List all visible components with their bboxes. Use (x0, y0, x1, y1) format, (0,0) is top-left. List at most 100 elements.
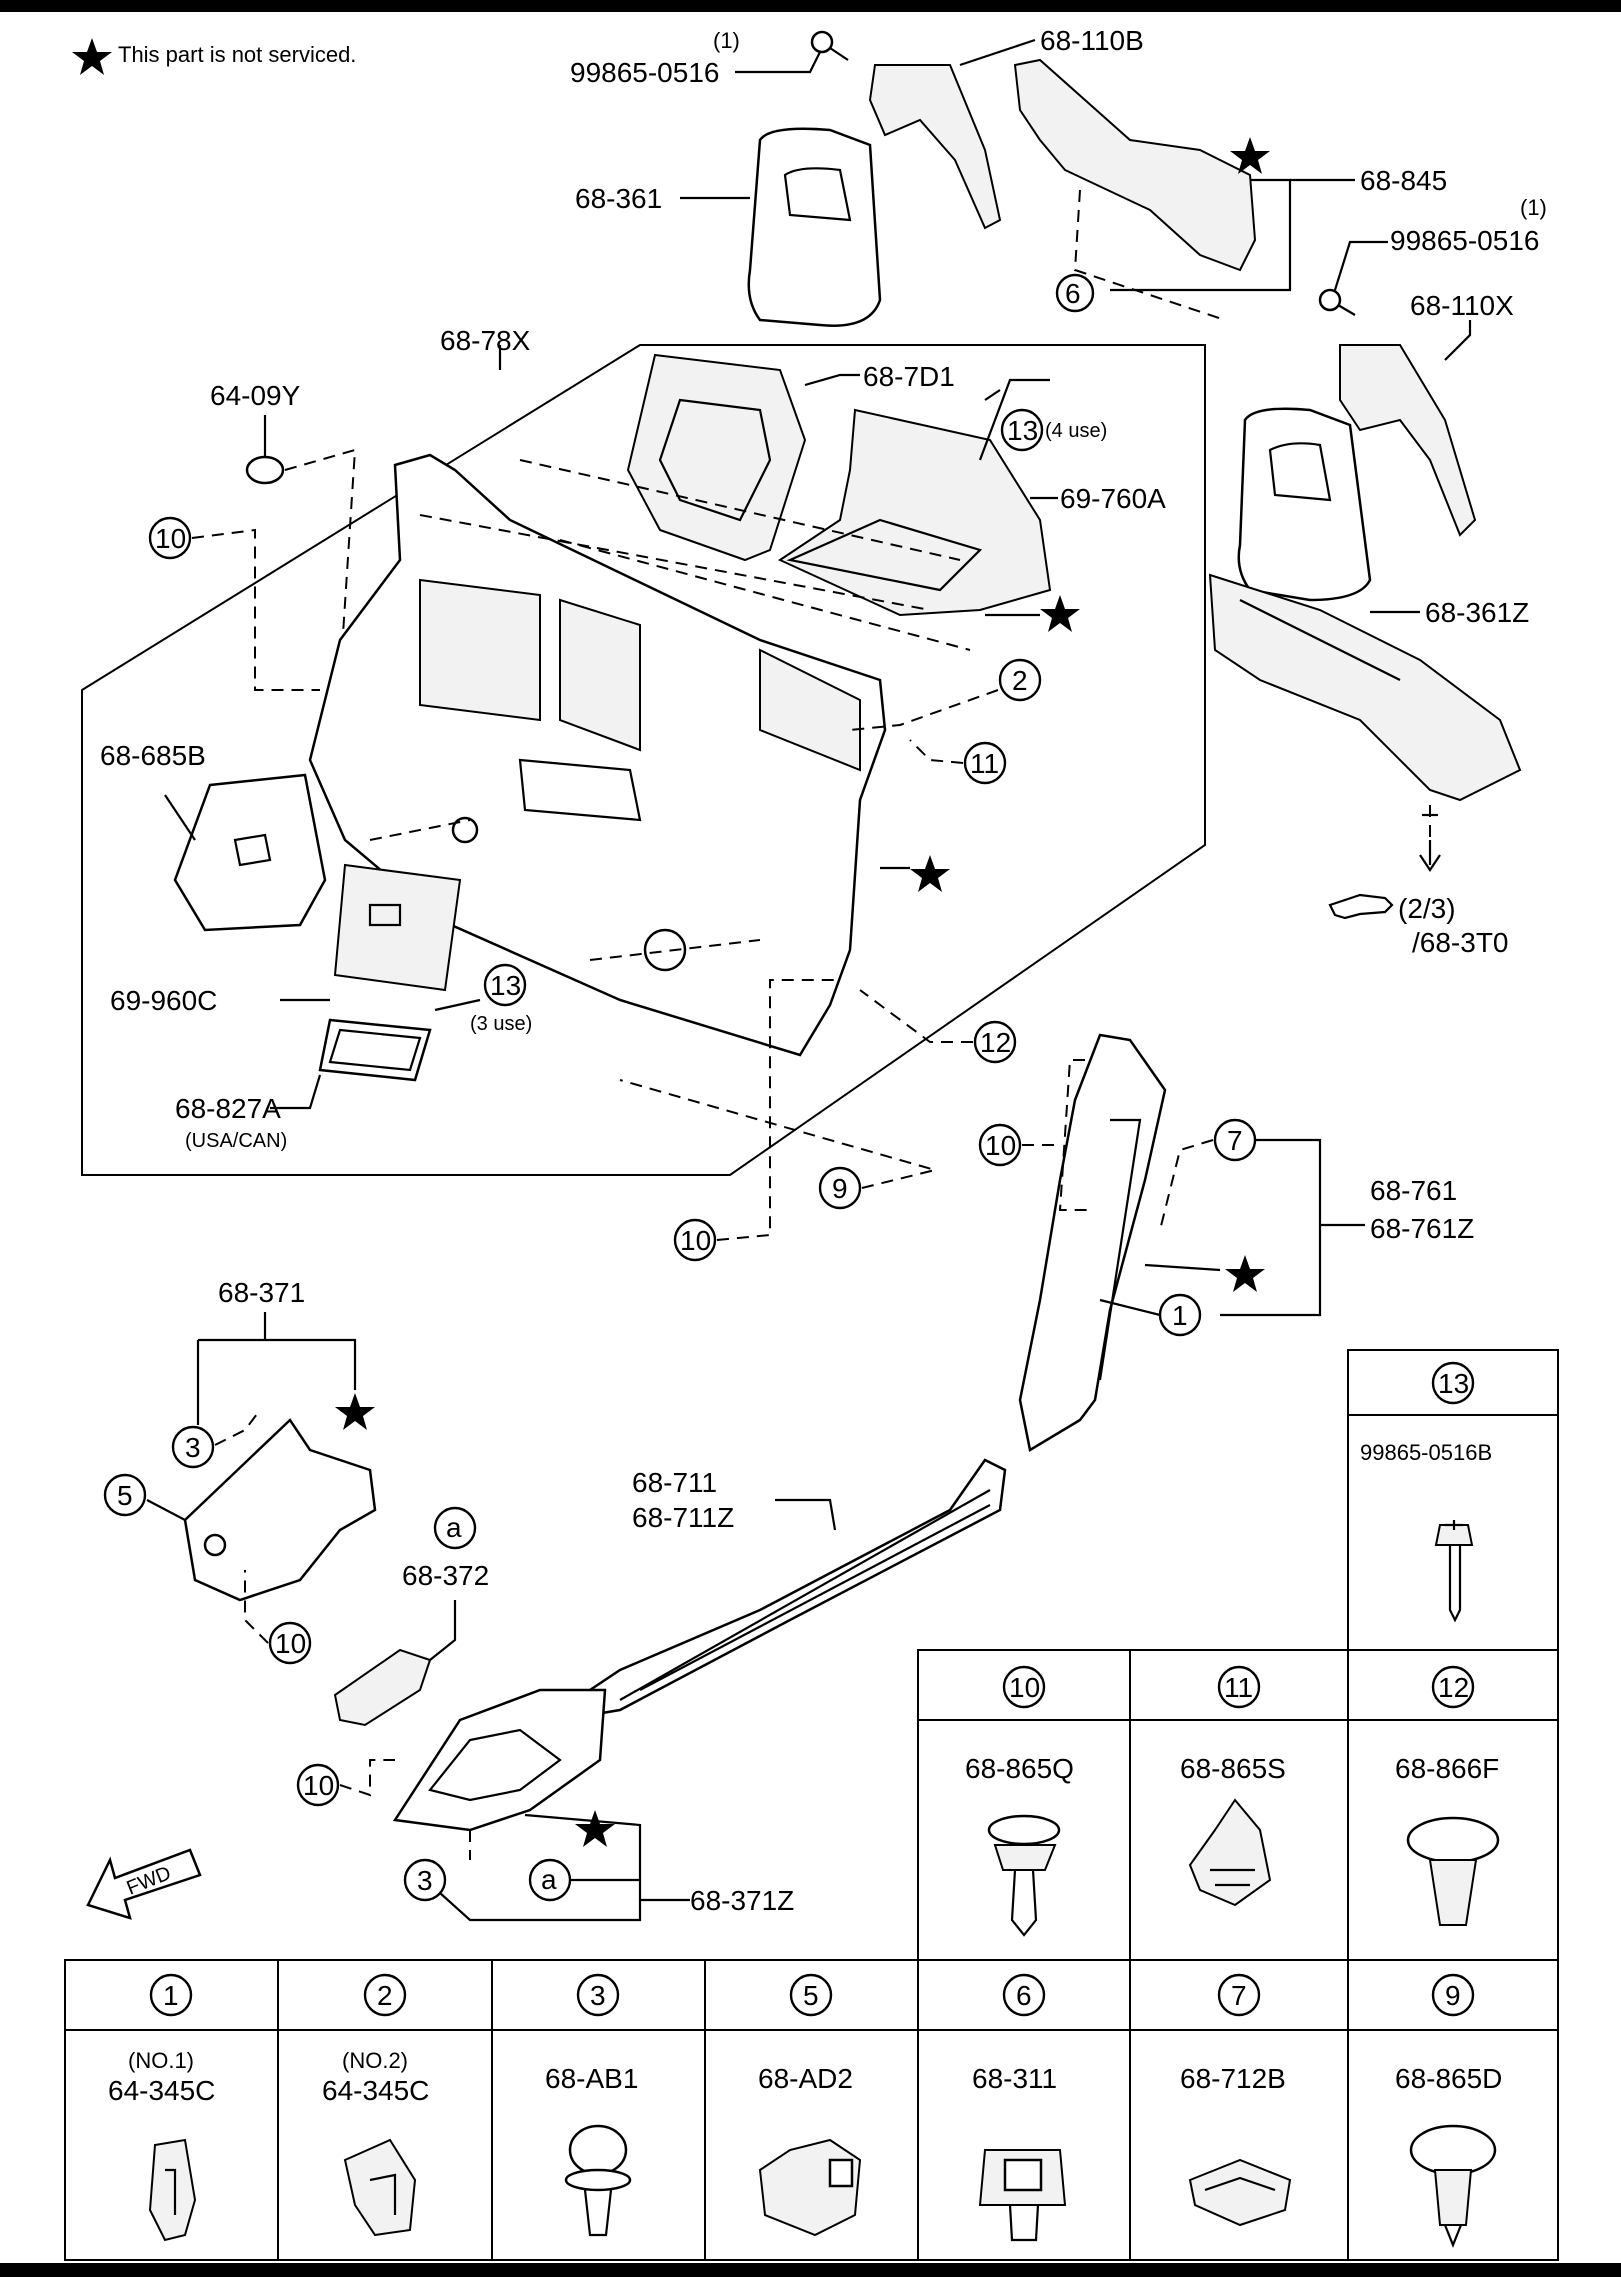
fastener-5-ref: 5 (803, 1980, 819, 2011)
ref-12: 12 (859, 989, 1017, 1064)
label-68-685B: 68-685B (100, 740, 206, 771)
ref-12-text: 12 (980, 1027, 1011, 1058)
ref-3-b: 3 (417, 1865, 433, 1896)
fastener-11-part: 68-865S (1180, 1753, 1286, 1784)
part-68-711: 68-711 68-711Z (588, 1458, 1007, 1717)
fastener-table-13: 13 99865-0516B (1347, 1349, 1559, 1651)
ref-13-b: 13 (490, 970, 521, 1001)
label-68-845: 68-845 (1360, 165, 1447, 196)
ref-10-b: 10 (680, 1225, 711, 1256)
part-69-760A: 13 (4 use) 69-760A (777, 378, 1166, 632)
fastener-1-ref: 1 (163, 1980, 179, 2011)
fastener-table-10-11-12: 10 68-865Q 11 68-865S 12 68-866F (917, 1649, 1559, 1961)
label-68-371: 68-371 (218, 1277, 305, 1308)
fwd-arrow-icon: FWD (86, 1848, 202, 1920)
star-icon (335, 1393, 375, 1430)
part-68-361: 68-361 (575, 127, 882, 327)
fastener-7-ref: 7 (1231, 1980, 1247, 2011)
label-2-3: (2/3) (1398, 893, 1456, 924)
star-icon (1040, 595, 1080, 632)
part-68-110X: 68-110X (1339, 290, 1514, 537)
ref-9-text: 9 (832, 1173, 848, 1204)
fastener-9-ref: 9 (1445, 1980, 1461, 2011)
part-64-09Y: 64-09Y (210, 380, 357, 681)
label-68-711: 68-711 (632, 1467, 717, 1498)
label-usa-can: (USA/CAN) (185, 1130, 287, 1152)
part-68-371Z: 10 a 68-371Z 3 (296, 1688, 794, 1922)
fastener-12-ref: 12 (1438, 1672, 1469, 1703)
ref-11-text: 11 (970, 748, 999, 779)
fastener-10-part: 68-865Q (965, 1753, 1074, 1784)
screw-99865-top: (1) 99865-0516 (570, 28, 849, 88)
label-68-761Z: 68-761Z (1370, 1213, 1474, 1244)
fastener-3-part: 68-AB1 (545, 2063, 638, 2094)
part-68-371: 68-371 3 5 10 (103, 1277, 377, 1665)
label-3-use: (3 use) (470, 1013, 532, 1035)
label-4-use: (4 use) (1045, 420, 1107, 442)
label-68-78X: 68-78X (440, 325, 531, 356)
screw-99865-right: (1) 99865-0516 (1318, 195, 1547, 316)
star-icon (1225, 1255, 1265, 1292)
part-68-361Z: 68-361Z (1237, 407, 1529, 628)
ref-10-top-left: 10 (148, 516, 320, 691)
ref-a-top: a (446, 1512, 462, 1543)
star-icon (1230, 137, 1270, 174)
ref-1-text: 1 (1172, 1300, 1188, 1331)
part-68-7D1: 68-7D1 (626, 353, 955, 562)
ref-13-a: 13 (1007, 415, 1038, 446)
label-69-960C: 69-960C (110, 985, 217, 1016)
label-68-110X: 68-110X (1410, 290, 1514, 321)
fastener-13-part: 99865-0516B (1360, 1440, 1492, 1465)
top-border (0, 0, 1621, 12)
label-68-372: 68-372 (402, 1560, 489, 1591)
ref-2: 2 (849, 658, 1042, 731)
fastener-10-ref: 10 (1009, 1672, 1040, 1703)
fastener-3-ref: 3 (590, 1980, 606, 2011)
fastener-12-part: 68-866F (1395, 1753, 1499, 1784)
star-icon (910, 855, 950, 892)
fastener-2-name: (NO.2) (342, 2048, 408, 2073)
ref-9: 9 (619, 1079, 939, 1210)
ref-10-c: 10 (985, 1130, 1016, 1161)
ref-6-circle (1055, 273, 1095, 313)
pointing-hand-icon (1328, 893, 1394, 920)
header-note: This part is not serviced. (72, 38, 356, 75)
ref-10-d: 10 (275, 1628, 306, 1659)
label-64-09Y: 64-09Y (210, 380, 301, 411)
fastener-13-ref: 13 (1438, 1368, 1469, 1399)
ref-5-text: 5 (117, 1480, 133, 1511)
fastener-7-part: 68-712B (1180, 2063, 1286, 2094)
label-68-371Z: 68-371Z (690, 1885, 794, 1916)
ref-3-a: 3 (185, 1432, 201, 1463)
fastener-6-part: 68-311 (972, 2063, 1057, 2094)
fastener-table-bottom: 1 (NO.1) 64-345C 2 (NO.2) 64-345C 3 68-A… (64, 1959, 1559, 2261)
part-68-845: 68-845 6 (1013, 58, 1447, 321)
part-69-960C: 69-960C 13 (3 use) (110, 863, 532, 1035)
fastener-2-part: 64-345C (322, 2075, 429, 2106)
ref-6: 6 (1065, 278, 1081, 309)
ref-10-e: 10 (303, 1770, 334, 1801)
fastener-2-ref: 2 (377, 1980, 393, 2011)
label-99865-0516-right: 99865-0516 (1390, 225, 1539, 256)
cross-ref-2-3: (2/3) /68-3T0 (1328, 893, 1509, 958)
ref-10-center: 10 (673, 979, 840, 1262)
label-1-right: (1) (1520, 195, 1547, 220)
label-68-110B: 68-110B (1040, 25, 1144, 56)
star-icon (575, 1810, 615, 1847)
part-68-761: 10 7 68-761 68-761Z 1 (978, 1033, 1474, 1452)
label-68-361Z: 68-361Z (1425, 597, 1529, 628)
bottom-border (0, 2263, 1621, 2277)
header-note-text: This part is not serviced. (118, 42, 356, 67)
label-68-361: 68-361 (575, 183, 662, 214)
ref-2-text: 2 (1012, 665, 1028, 696)
fastener-1-part: 64-345C (108, 2075, 215, 2106)
label-68-3T0: /68-3T0 (1412, 927, 1509, 958)
part-68-110B: 68-110B (868, 25, 1144, 230)
label-69-760A: 69-760A (1060, 483, 1166, 514)
fastener-6-ref: 6 (1016, 1980, 1032, 2011)
fastener-1-name: (NO.1) (128, 2048, 194, 2073)
ref-10-a: 10 (155, 523, 186, 554)
label-99865-0516-top: 99865-0516 (570, 57, 719, 88)
ref-a-bottom: a (541, 1864, 557, 1895)
